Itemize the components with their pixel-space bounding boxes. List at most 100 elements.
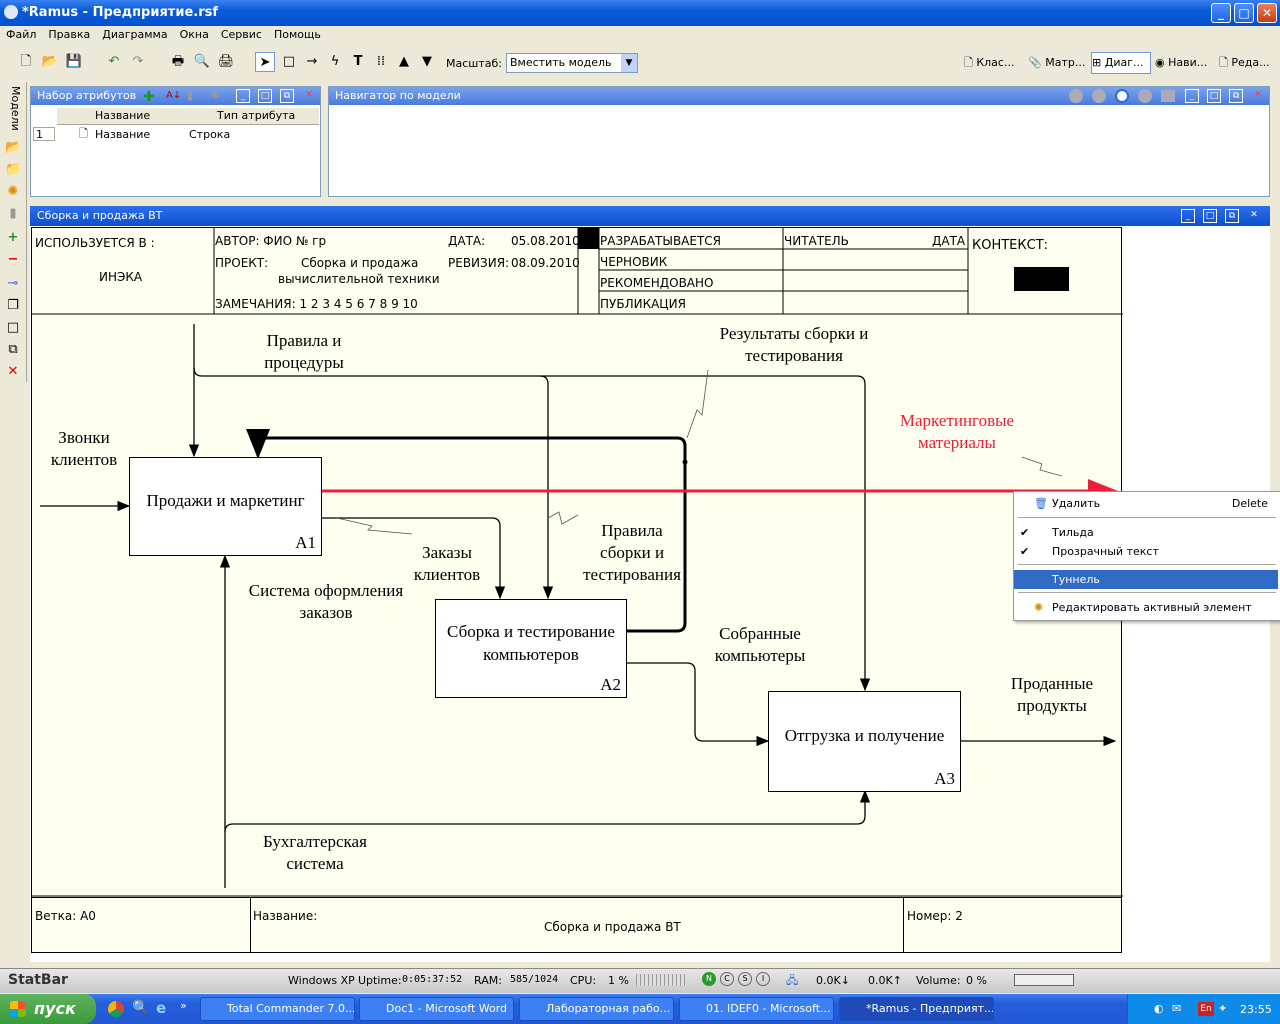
view-tab-navigator[interactable]: ◉ Нави...	[1155, 56, 1208, 69]
task-doc1-word[interactable]: Doc1 - Microsoft Word	[359, 997, 514, 1021]
table-row[interactable]: 1 🗋 Название Строка	[31, 125, 320, 143]
maximize-icon[interactable]: □	[6, 320, 20, 335]
open-model-icon[interactable]: 📂	[5, 140, 22, 155]
restore-icon[interactable]: ⧉	[8, 342, 18, 357]
menu-diagram[interactable]: Диаграмма	[102, 28, 168, 41]
task-total-commander[interactable]: Total Commander 7.0...	[200, 997, 355, 1021]
close-button[interactable]: ✕	[1257, 3, 1277, 23]
diagram-restore-button[interactable]: ⧉	[1225, 209, 1239, 223]
down-icon[interactable]: ▼	[422, 54, 432, 69]
save-icon[interactable]: 💾	[65, 54, 83, 69]
diagram-maximize-button[interactable]: □	[1203, 209, 1217, 223]
menu-item-delete[interactable]: 🗑 Удалить Delete	[1014, 494, 1278, 513]
nav-home-icon[interactable]	[1115, 89, 1129, 103]
menu-help[interactable]: Помощь	[273, 28, 321, 41]
up-icon[interactable]: ▲	[399, 54, 409, 69]
tray-icon-2[interactable]: ✉	[1172, 1002, 1182, 1015]
chrome-icon[interactable]	[108, 1001, 124, 1017]
ie-icon[interactable]: e	[156, 999, 167, 1017]
menu-item-tilde[interactable]: ✔ Тильда	[1014, 523, 1278, 542]
squiggle-tool-icon[interactable]: ϟ	[330, 54, 340, 69]
idef0-diagram-canvas[interactable]: ИСПОЛЬЗУЕТСЯ В : ИНЭКА АВТОР: ФИО № гр П…	[31, 227, 1123, 899]
menu-service[interactable]: Сервис	[220, 28, 262, 41]
menu-item-transparent-text[interactable]: ✔ Прозрачный текст	[1014, 542, 1278, 561]
add-attribute-icon[interactable]: ✚	[143, 89, 155, 105]
minimize-button[interactable]: _	[1211, 3, 1231, 23]
add-icon[interactable]: +	[7, 230, 19, 245]
undo-icon[interactable]: ↶	[108, 54, 120, 69]
print-preview-icon[interactable]: 🔍	[193, 54, 211, 69]
menu-windows[interactable]: Окна	[179, 28, 209, 41]
menu-file[interactable]: Файл	[6, 28, 37, 41]
activity-box-a1[interactable]: Продажи и маркетинг A1	[129, 457, 322, 556]
panel-close-button[interactable]: ✕	[305, 90, 313, 100]
text-tool-icon[interactable]: T	[353, 54, 363, 69]
new-file-icon[interactable]: 🗋	[20, 54, 32, 69]
diagram-window-title-bar[interactable]: Сборка и продажа ВТ _ □ ⧉ ✕	[30, 206, 1270, 226]
panel-restore-button[interactable]: ⧉	[280, 89, 294, 103]
menu-item-tunnel[interactable]: Туннель	[1014, 570, 1278, 589]
volume-slider[interactable]	[1014, 974, 1074, 986]
panel-restore-button[interactable]: ⧉	[1229, 89, 1243, 103]
settings-icon[interactable]: ✺	[7, 184, 19, 199]
start-button[interactable]: пуск	[0, 994, 96, 1024]
view-tab-diagram[interactable]: ⊞ Диаг...	[1091, 52, 1151, 74]
remove-icon[interactable]: −	[7, 252, 19, 267]
column-header-name[interactable]: Название	[95, 109, 151, 122]
view-tab-editor[interactable]: 🗋 Реда...	[1219, 56, 1270, 69]
nav-forward-icon[interactable]	[1092, 89, 1106, 103]
tray-icon-3[interactable]: ✦	[1218, 1002, 1228, 1015]
arrow-tool-icon[interactable]: →	[306, 54, 318, 69]
box-tool-icon[interactable]: □	[282, 54, 296, 69]
trash-icon[interactable]: ▮	[9, 206, 17, 221]
models-tab[interactable]: Модели	[9, 86, 22, 131]
panel-minimize-button[interactable]: _	[236, 89, 250, 103]
pointer-tool-icon[interactable]: ➤	[255, 52, 275, 72]
pin-icon[interactable]: ⊸	[7, 276, 19, 291]
nav-lock-icon[interactable]	[1161, 90, 1175, 102]
tray-lang-icon[interactable]: En	[1198, 1002, 1214, 1016]
panel-maximize-button[interactable]: □	[1207, 89, 1221, 103]
search-icon[interactable]: 🔍	[132, 1000, 150, 1016]
task-ramus[interactable]: *Ramus - Предприят...	[839, 997, 994, 1021]
panel-minimize-button[interactable]: _	[1185, 89, 1199, 103]
activity-box-a2[interactable]: Сборка и тестирование компьютеров A2	[435, 599, 627, 698]
view-tab-classes[interactable]: 🗋 Клас...	[964, 56, 1015, 69]
quicklaunch-more-icon[interactable]: »	[180, 999, 187, 1012]
delete-attribute-icon[interactable]: ▮	[187, 89, 194, 102]
nav-refresh-icon[interactable]	[1138, 89, 1152, 103]
task-idef0-word[interactable]: 01. IDEF0 - Microsoft...	[679, 997, 834, 1021]
windows-icon[interactable]: ❐	[7, 298, 19, 313]
clock[interactable]: 23:55	[1240, 1003, 1272, 1016]
tray-icon-1[interactable]: ◐	[1154, 1002, 1164, 1015]
diagram-close-button[interactable]: ✕	[1250, 210, 1258, 220]
nav-back-icon[interactable]	[1069, 89, 1083, 103]
diagram-minimize-button[interactable]: _	[1181, 209, 1195, 223]
view-tab-matrix[interactable]: 📎 Матр...	[1028, 56, 1086, 69]
column-header-type[interactable]: Тип атрибута	[217, 109, 296, 122]
print-icon[interactable]: 🖶	[171, 54, 185, 69]
grid-icon[interactable]: ⁞⁞	[376, 54, 386, 69]
maximize-button[interactable]: □	[1234, 3, 1254, 23]
scale-select[interactable]: Вместить модель ▼	[506, 53, 638, 73]
folder-icon[interactable]: 📁	[5, 162, 22, 177]
sort-icon[interactable]: A↓	[166, 90, 182, 101]
panel-close-button[interactable]: ✕	[1254, 90, 1262, 100]
menu-item-edit-active[interactable]: ✺ Редактировать активный элемент	[1014, 598, 1278, 617]
menu-edit[interactable]: Правка	[48, 28, 91, 41]
open-folder-icon[interactable]: 📂	[41, 54, 59, 69]
activity-box-a3[interactable]: Отгрузка и получение A3	[768, 691, 961, 792]
redo-icon[interactable]: ↷	[132, 54, 144, 69]
printer-setup-icon[interactable]: 🖨	[217, 54, 235, 69]
close-icon[interactable]: ✕	[7, 364, 19, 379]
